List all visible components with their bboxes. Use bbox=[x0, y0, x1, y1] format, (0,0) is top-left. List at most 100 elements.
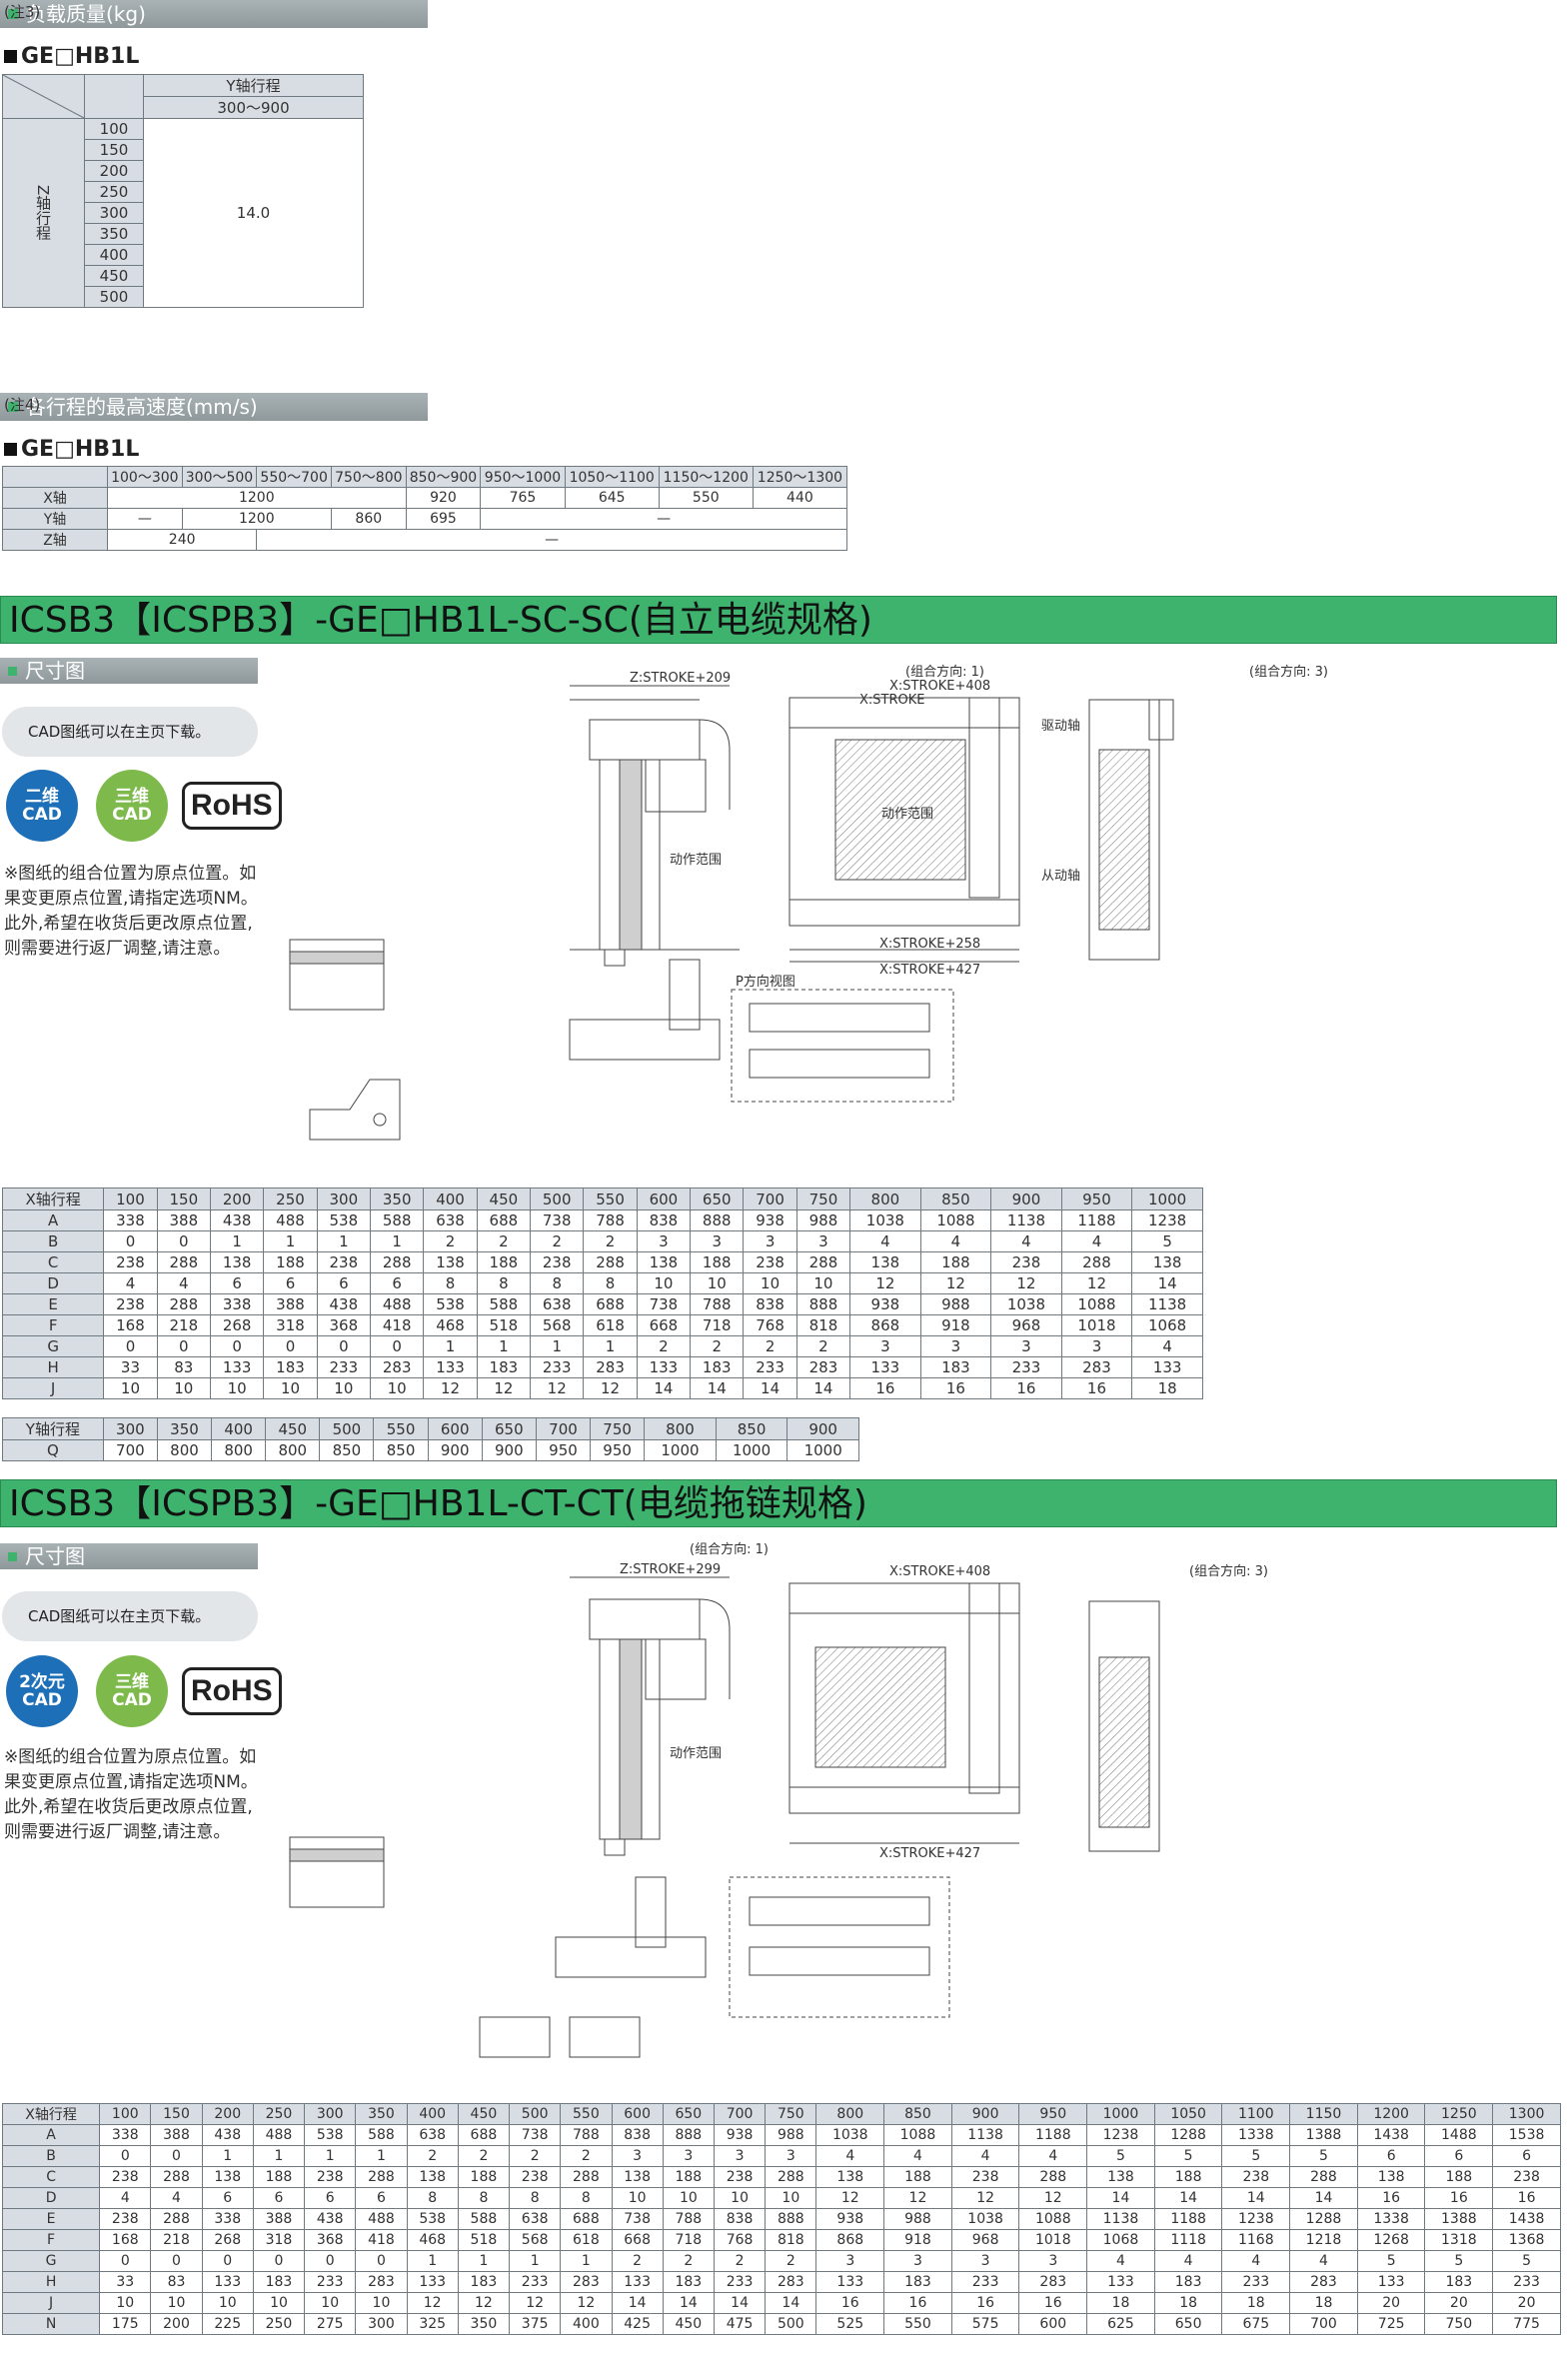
table-cell: 2 bbox=[583, 1230, 638, 1252]
speed-cell: 765 bbox=[480, 487, 566, 509]
table-cell: 988 bbox=[795, 1209, 851, 1231]
table-header-cell: 250 bbox=[263, 1187, 318, 1210]
cad-3d-badge[interactable]: 三维 CAD bbox=[96, 1655, 168, 1727]
table-cell: 850 bbox=[373, 1439, 429, 1461]
table-cell: 14 bbox=[713, 2292, 767, 2314]
speed-cell: — bbox=[107, 508, 183, 530]
table-cell: 238 bbox=[713, 2166, 767, 2188]
table-cell: 3 bbox=[713, 2145, 767, 2167]
table-cell: 518 bbox=[457, 2229, 511, 2251]
table-cell: 838 bbox=[743, 1293, 797, 1315]
table-cell: 525 bbox=[815, 2313, 885, 2335]
table-cell: 14 bbox=[765, 2292, 817, 2314]
table-cell: 4 bbox=[950, 2145, 1020, 2167]
table-cell: 1318 bbox=[1424, 2229, 1494, 2251]
table-cell: 1038 bbox=[990, 1293, 1062, 1315]
table-cell: 568 bbox=[530, 1314, 585, 1336]
table-cell: 938 bbox=[743, 1209, 797, 1231]
table-cell: 6 bbox=[263, 1272, 318, 1294]
table-header-cell: 400 bbox=[406, 2103, 459, 2125]
table-cell: 488 bbox=[355, 2208, 408, 2230]
table-cell: 8 bbox=[476, 1272, 532, 1294]
cad-2d-badge[interactable]: 二维 CAD bbox=[6, 770, 78, 842]
table-cell: 538 bbox=[316, 1209, 372, 1231]
table-cell: 233 bbox=[990, 1356, 1062, 1378]
table-cell: 2 bbox=[476, 1230, 532, 1252]
table-cell: 688 bbox=[457, 2124, 511, 2146]
x-stroke-408-label: X:STROKE+408 bbox=[889, 1564, 990, 1579]
table-header-cell: 850 bbox=[715, 1417, 788, 1440]
table-cell: 888 bbox=[662, 2124, 715, 2146]
table-cell: 768 bbox=[713, 2229, 767, 2251]
cad-3d-badge[interactable]: 三维 CAD bbox=[96, 770, 168, 842]
table-cell: 14 bbox=[611, 2292, 664, 2314]
table-cell: 1288 bbox=[1153, 2124, 1223, 2146]
cad-download-note[interactable]: CAD图纸可以在主页下载。 bbox=[2, 707, 258, 757]
dimension-drawing-a: (组合方向: 1) (组合方向: 3) Z:STROKE+209 动作范围 X:… bbox=[149, 660, 1449, 1170]
table-cell: 568 bbox=[509, 2229, 562, 2251]
table-header-cell: 1050 bbox=[1153, 2103, 1223, 2125]
table-cell: 1138 bbox=[1086, 2208, 1155, 2230]
table-cell: 225 bbox=[201, 2313, 254, 2335]
table-cell: 233 bbox=[316, 1356, 372, 1378]
table-cell: 1038 bbox=[950, 2208, 1020, 2230]
table-cell: 188 bbox=[263, 1251, 318, 1273]
row-label: B bbox=[1, 1230, 105, 1252]
table-cell: 183 bbox=[457, 2271, 511, 2293]
table-header-cell: 350 bbox=[370, 1187, 425, 1210]
table-cell: 325 bbox=[406, 2313, 459, 2335]
table-cell: 288 bbox=[370, 1251, 425, 1273]
model-text: GE□HB1L bbox=[21, 437, 140, 462]
z-stroke-label: Z:STROKE+299 bbox=[620, 1562, 721, 1577]
table-cell: 418 bbox=[355, 2229, 408, 2251]
table-cell: 4 bbox=[815, 2145, 885, 2167]
table-cell: 2 bbox=[509, 2145, 562, 2167]
table-cell: 14 bbox=[690, 1377, 745, 1399]
follow-axis-label: 从动轴 bbox=[1041, 869, 1080, 884]
cad-download-note[interactable]: CAD图纸可以在主页下载。 bbox=[2, 1591, 258, 1641]
z-stroke-value: 250 bbox=[84, 181, 144, 203]
table-cell: 800 bbox=[211, 1439, 267, 1461]
table-cell: 183 bbox=[1424, 2271, 1494, 2293]
table-cell: 650 bbox=[1153, 2313, 1223, 2335]
table-cell: 4 bbox=[1060, 1230, 1133, 1252]
table-header-cell: 200 bbox=[209, 1187, 265, 1210]
cad-2d-badge[interactable]: 2次元 CAD bbox=[6, 1655, 78, 1727]
table-header-cell: 100 bbox=[99, 2103, 152, 2125]
table-cell: 868 bbox=[849, 1314, 921, 1336]
load-value: 14.0 bbox=[143, 118, 364, 308]
table-cell: 638 bbox=[530, 1293, 585, 1315]
table-cell: 133 bbox=[1086, 2271, 1155, 2293]
table-cell: 918 bbox=[919, 1314, 992, 1336]
table-cell: 6 bbox=[304, 2187, 357, 2209]
table-cell: 988 bbox=[883, 2208, 952, 2230]
table-cell: 1018 bbox=[1018, 2229, 1088, 2251]
table-cell: 338 bbox=[103, 1209, 158, 1231]
table-cell: 2 bbox=[690, 1335, 745, 1357]
table-cell: 233 bbox=[509, 2271, 562, 2293]
table-cell: 133 bbox=[406, 2271, 459, 2293]
table-cell: 3 bbox=[815, 2250, 885, 2272]
table-header-cell: 850 bbox=[883, 2103, 952, 2125]
table-cell: 238 bbox=[990, 1251, 1062, 1273]
section-title: 负载质量(kg) bbox=[26, 2, 146, 26]
table-cell: 4 bbox=[883, 2145, 952, 2167]
table-cell: 133 bbox=[636, 1356, 692, 1378]
table-cell: 468 bbox=[423, 1314, 478, 1336]
table-header-label: X轴行程 bbox=[1, 2103, 101, 2125]
table-cell: 133 bbox=[849, 1356, 921, 1378]
combo-direction-1-label: (组合方向: 1) bbox=[690, 1541, 769, 1557]
section-note: (注4) bbox=[4, 396, 41, 414]
table-cell: 4 bbox=[990, 1230, 1062, 1252]
table-cell: 1 bbox=[252, 2145, 306, 2167]
table-cell: 6 bbox=[370, 1272, 425, 1294]
table-cell: 6 bbox=[201, 2187, 254, 2209]
combo-direction-3-label: (组合方向: 3) bbox=[1189, 1563, 1268, 1579]
table-cell: 12 bbox=[883, 2187, 952, 2209]
table-cell: 83 bbox=[150, 2271, 203, 2293]
table-cell: 188 bbox=[662, 2166, 715, 2188]
table-cell: 600 bbox=[1018, 2313, 1088, 2335]
table-cell: 183 bbox=[263, 1356, 318, 1378]
table-cell: 12 bbox=[530, 1377, 585, 1399]
